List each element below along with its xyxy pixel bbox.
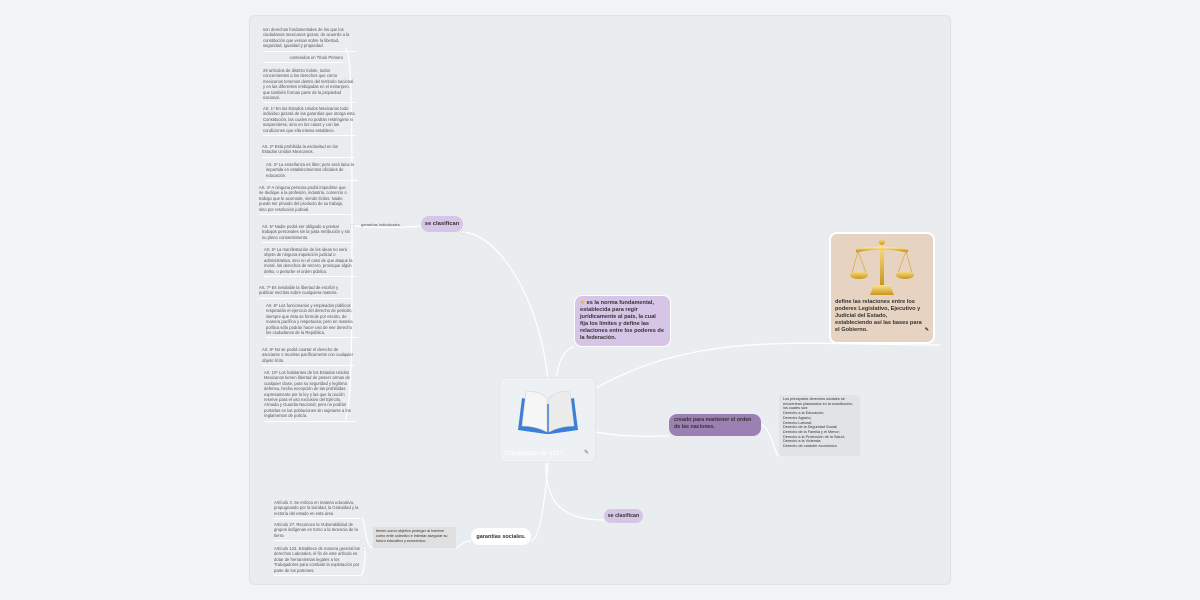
individual-guarantee-item[interactable]: Art. 10º Los habitantes de los Estados U… [264,370,356,422]
social-rights-note[interactable]: Los principales derechos sociales se enc… [779,395,860,456]
individual-guarantee-item[interactable]: Art. 2º Está prohibida la esclavitud en … [262,144,354,158]
individual-guarantee-item[interactable]: 29 artículos de distinto índole, todos c… [263,68,355,104]
social-right-item: Derecho Agrario; [783,415,812,420]
social-right-item: Derecho a la Educación; [783,411,825,416]
individual-guarantee-item[interactable]: Art. 4º A ninguna persona podrá impedirs… [259,185,351,216]
individual-guarantee-item[interactable]: Art. 8º Los funcionarios y empleados púb… [266,303,358,339]
central-node[interactable]: Constitución de 1917 ✎ [499,377,596,463]
central-title: Constitución de 1917 [504,450,564,457]
social-right-item: Derecho a la Vivienda; [783,439,822,444]
individual-guarantee-item[interactable]: Art. 6º La manifestación de las ideas no… [264,247,356,278]
scales-of-justice-icon [850,239,914,295]
social-goal-node[interactable]: tienen como objetivo proteger al hombre … [373,527,456,548]
individual-guarantee-item[interactable]: Art. 7º Es inviolable la libertad de esc… [259,285,351,299]
individual-guarantee-item[interactable]: Art. 3º La enseñanza es libre; pero será… [266,162,358,182]
individual-guarantee-item[interactable]: Art. 1º En los Estados Unidos Mexicanos … [263,106,355,137]
classify-node-top[interactable]: se clasifican [421,216,463,232]
social-rights-intro: Los principales derechos sociales se enc… [783,397,853,411]
social-right-item: Derecho Laboral; [783,420,813,425]
social-right-item: Derecho de la Familia y el Menor; [783,429,840,434]
note-icon[interactable]: ✎ [924,327,929,333]
social-right-item: Derecho de carácter económico [783,444,837,449]
classify-node-bottom[interactable]: se clasifican [604,509,643,523]
definition-text: es la norma fundamental, establecida par… [580,300,664,341]
individual-guarantee-item[interactable]: Art. 9º No se podrá coartar el derecho d… [262,347,354,367]
individual-guarantee-item[interactable]: contenidos en Título Primero [263,55,343,64]
order-node[interactable]: creado para mantener el orden de las nac… [669,414,761,436]
definition-node[interactable]: ★ es la norma fundamental, establecida p… [574,295,671,347]
individual-guarantee-item[interactable]: son derechos fundamentales de los que lo… [263,27,355,52]
social-rights-list: Derecho a la Educación;Derecho Agrario;D… [783,411,856,449]
star-icon: ★ [580,300,586,306]
social-article-item[interactable]: Artículo 3. Se enfoca en materia educati… [274,500,360,520]
social-right-item: Derecho de la Seguridad Social; [783,425,838,430]
social-guarantees-node[interactable]: garantías sociales. [471,528,531,545]
powers-node[interactable]: define las relaciones entre los poderes … [829,232,935,344]
social-right-item: Derecho a la Protección de la Salud; [783,434,845,439]
powers-text: define las relaciones entre los poderes … [835,299,922,333]
social-article-item[interactable]: Artículo 27. Reconoce la Vulnerabilidad … [274,522,360,542]
individual-guarantees-label[interactable]: garantías individuales. [361,222,401,227]
book-icon [518,391,578,434]
note-icon[interactable]: ✎ [584,450,590,456]
individual-guarantee-item[interactable]: Art. 5º Nadie podrá ser obligado a prest… [262,224,354,244]
social-article-item[interactable]: Artículo 123. Establece de manera genera… [274,546,360,577]
